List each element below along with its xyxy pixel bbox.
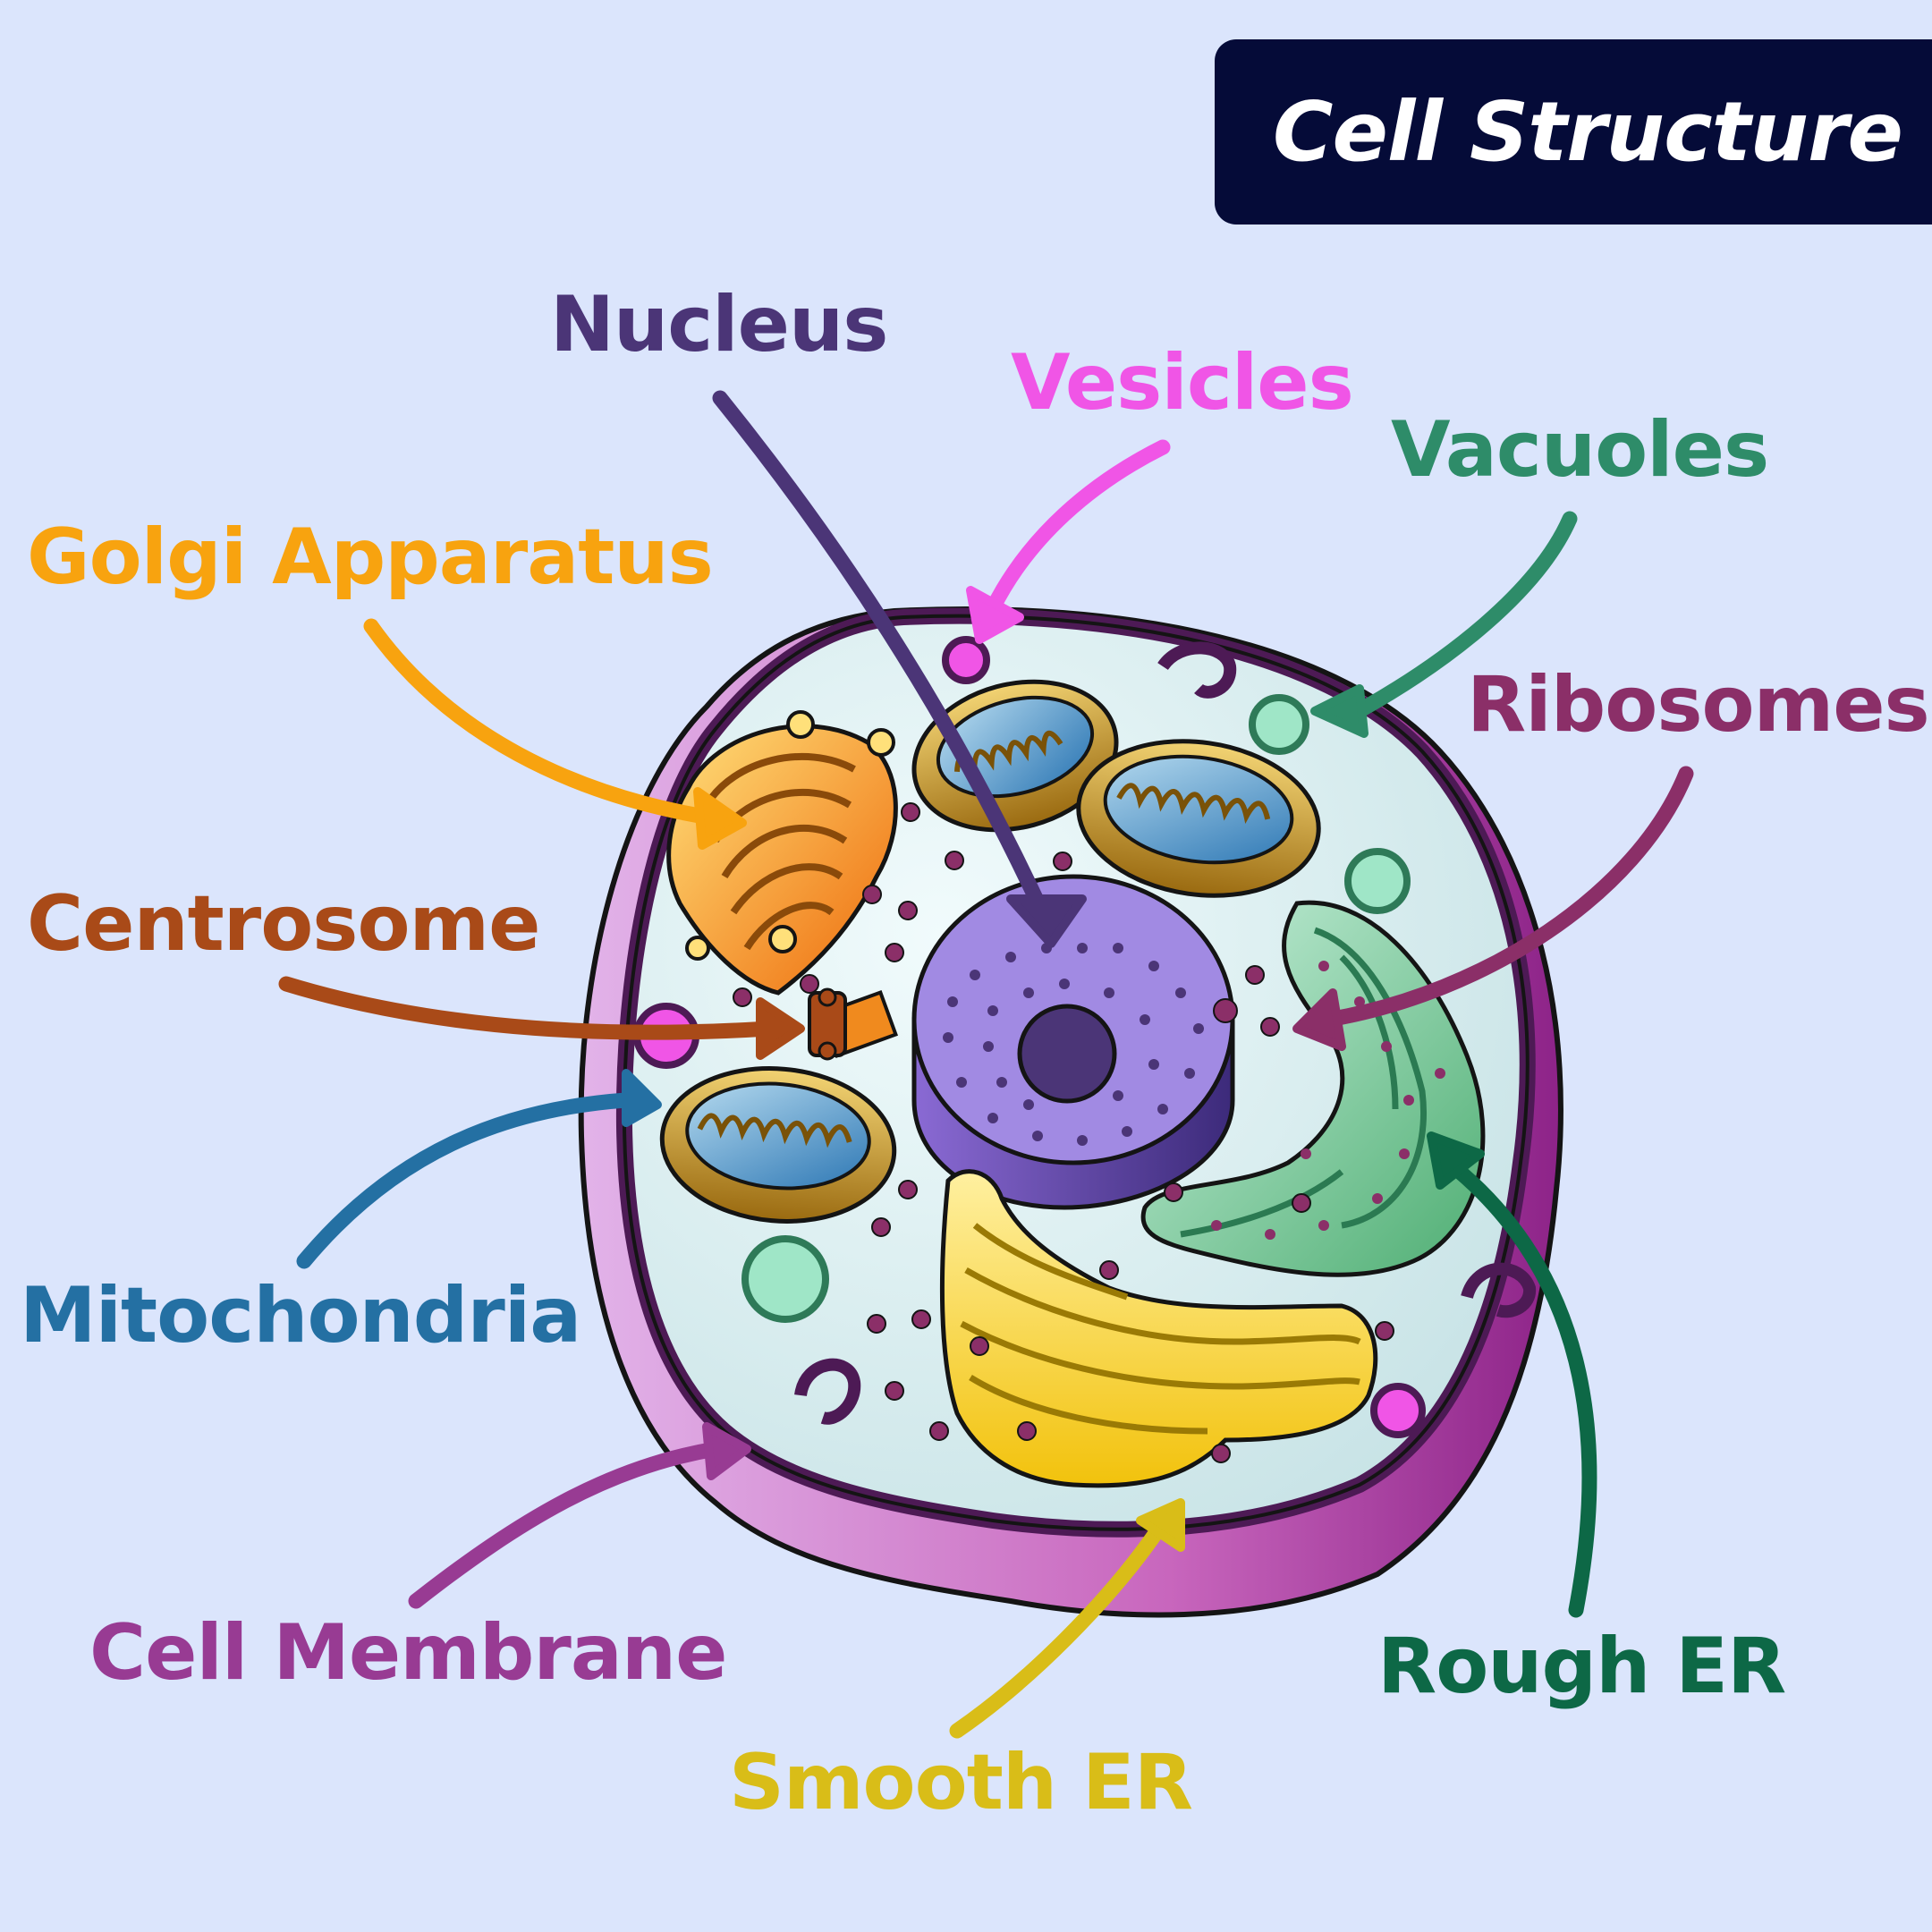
vacuoles xyxy=(741,694,1411,1323)
smooth-er-arrowhead xyxy=(1136,1498,1185,1552)
rough-er-arrow xyxy=(1441,1155,1597,1618)
ribosomes xyxy=(733,802,1394,1463)
ribosomes-arrowhead xyxy=(1292,988,1346,1051)
smooth-er xyxy=(939,1169,1378,1488)
nucleus-arrowhead xyxy=(1006,894,1087,948)
cell-membrane-arrowhead xyxy=(702,1422,751,1480)
mitochondria-arrowhead xyxy=(622,1069,662,1127)
ribosomes-arrow xyxy=(1320,766,1694,1028)
diagram-title: Cell Structure xyxy=(1273,84,1903,180)
label-rough-er: Rough ER xyxy=(1377,1622,1786,1711)
cell-membrane-arrow xyxy=(408,1441,724,1609)
label-centrosome: Centrosome xyxy=(27,879,540,969)
smooth-er-arrow xyxy=(949,1521,1166,1739)
mitochondrion-right xyxy=(1076,739,1321,898)
golgi-arrow xyxy=(363,618,724,826)
vesicles-arrowhead xyxy=(966,586,1024,644)
membrane-indent-right xyxy=(1461,1262,1536,1318)
vacuoles-arrow xyxy=(1343,511,1578,724)
label-vacuoles: Vacuoles xyxy=(1391,405,1769,495)
label-mitochondria: Mitochondria xyxy=(20,1271,581,1360)
nucleus xyxy=(911,874,1235,1210)
label-vesicles: Vesicles xyxy=(1011,338,1354,428)
label-nucleus: Nucleus xyxy=(550,280,888,369)
label-ribosomes: Ribosomes xyxy=(1467,660,1930,750)
membrane-indent-bottom xyxy=(794,1358,861,1425)
vesicles-arrow xyxy=(985,439,1171,616)
centrosome xyxy=(808,987,899,1061)
label-cell-membrane: Cell Membrane xyxy=(89,1608,727,1698)
golgi-arrowhead xyxy=(693,787,747,850)
golgi-apparatus xyxy=(666,710,898,996)
label-smooth-er: Smooth ER xyxy=(729,1738,1193,1827)
rough-er-arrowhead xyxy=(1427,1131,1485,1190)
vesicles xyxy=(633,636,1426,1438)
mitochondria-arrow xyxy=(296,1092,634,1269)
centrosome-arrowhead xyxy=(756,997,805,1060)
vacuoles-arrowhead xyxy=(1310,684,1368,738)
centrosome-arrow xyxy=(278,976,777,1040)
nucleolus xyxy=(1017,1004,1117,1104)
title-banner: Cell Structure xyxy=(1215,39,1932,225)
membrane-indent-top xyxy=(1157,641,1237,699)
label-golgi-apparatus: Golgi Apparatus xyxy=(27,513,714,602)
nucleus-arrow xyxy=(712,390,1055,929)
mitochondrion-left xyxy=(659,1066,897,1224)
